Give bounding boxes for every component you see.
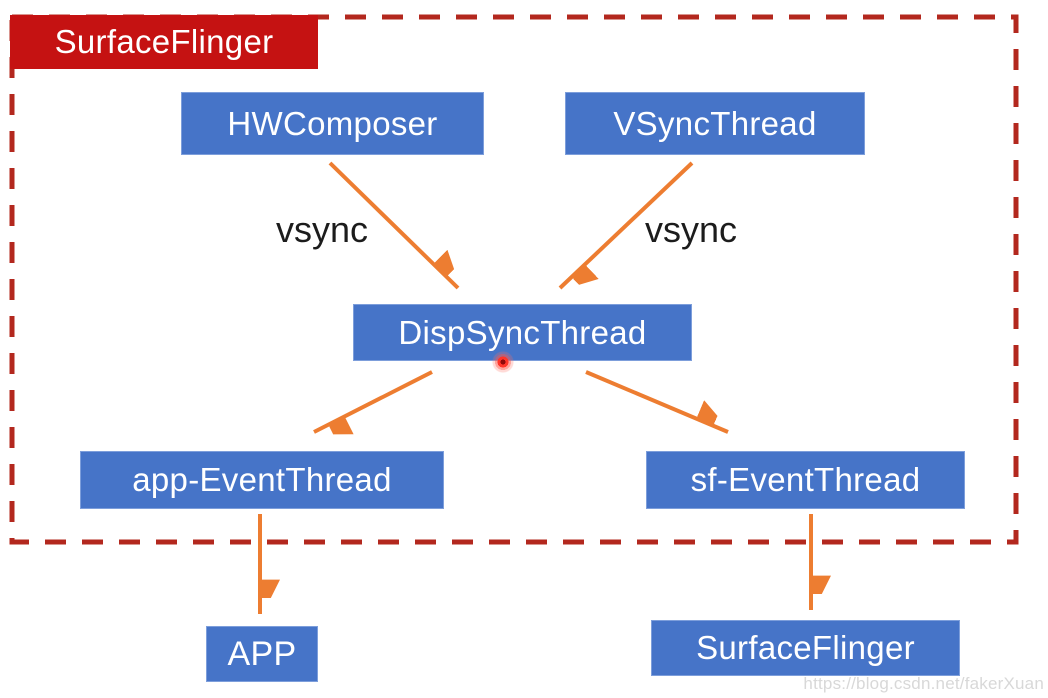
node-hwcomposer: HWComposer: [181, 92, 484, 155]
laser-pointer-dot: [491, 350, 515, 374]
edge-label-vsync-left: vsync: [276, 209, 369, 250]
node-vsyncthread: VSyncThread: [565, 92, 865, 155]
arrow-vsyncthread-to-dispsync: [558, 161, 694, 288]
node-sf-eventthread: sf-EventThread: [646, 451, 965, 509]
node-dispsyncthread: DispSyncThread: [353, 304, 692, 361]
arrow-dispsync-to-sfeventthread: [585, 370, 729, 434]
node-app: APP: [206, 626, 318, 682]
watermark-url: https://blog.csdn.net/fakerXuan: [803, 674, 1044, 693]
arrow-hwcomposer-to-dispsync: [328, 161, 458, 290]
dashed-container-border: [9, 14, 1019, 545]
arrow-dispsync-to-appeventthread: [313, 370, 433, 432]
node-app-eventthread: app-EventThread: [80, 451, 444, 509]
container-title-surfaceflinger: SurfaceFlinger: [10, 15, 318, 69]
edge-label-vsync-right: vsync: [645, 209, 738, 250]
node-surfaceflinger-output: SurfaceFlinger: [651, 620, 960, 676]
